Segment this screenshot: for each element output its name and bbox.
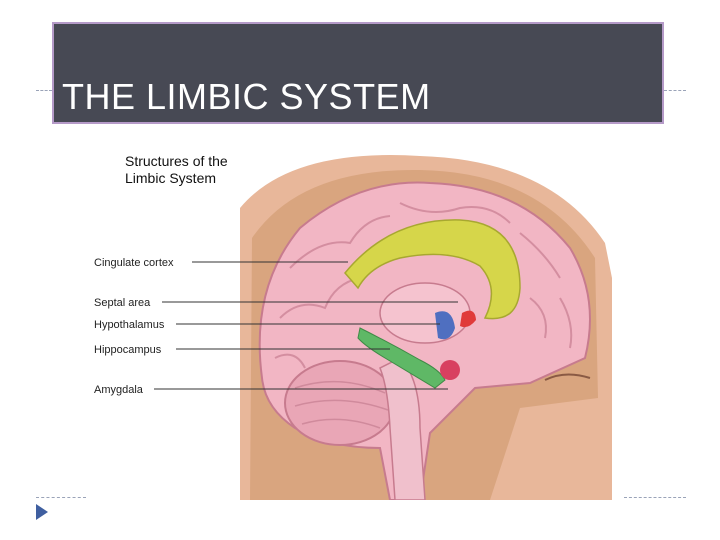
- top-right-dashed-line: [664, 90, 686, 91]
- label-septal-area: Septal area: [94, 297, 151, 309]
- label-hypothalamus: Hypothalamus: [94, 319, 165, 331]
- septal-area-shape: [460, 310, 476, 328]
- label-amygdala: Amygdala: [94, 384, 144, 396]
- bottom-right-dashed-line: [624, 497, 686, 498]
- title-banner: THE LIMBIC SYSTEM: [52, 22, 664, 124]
- label-hippocampus: Hippocampus: [94, 344, 162, 356]
- top-left-dashed-line: [36, 90, 52, 91]
- slide-title: THE LIMBIC SYSTEM: [62, 76, 431, 117]
- amygdala-shape: [440, 360, 460, 380]
- thalamus: [379, 282, 471, 344]
- brain-gyri: [274, 202, 573, 369]
- brain-illustration: Structures of the Limbic System Cingulat…: [94, 153, 612, 500]
- bullet-arrow-icon: [36, 504, 48, 525]
- leader-lines: [154, 261, 458, 390]
- figure-caption-line2: Limbic System: [125, 170, 216, 186]
- cingulate-cortex-shape: [344, 219, 521, 320]
- limbic-system-figure: Structures of the Limbic System Cingulat…: [90, 148, 612, 500]
- hypothalamus-shape: [435, 311, 455, 340]
- brainstem: [379, 357, 426, 500]
- cerebellum: [284, 360, 396, 446]
- eye: [544, 373, 591, 381]
- hippocampus-shape: [357, 327, 446, 389]
- bottom-left-dashed-line: [36, 497, 86, 498]
- figure-caption-line1: Structures of the: [125, 153, 228, 169]
- label-cingulate-cortex: Cingulate cortex: [94, 257, 174, 269]
